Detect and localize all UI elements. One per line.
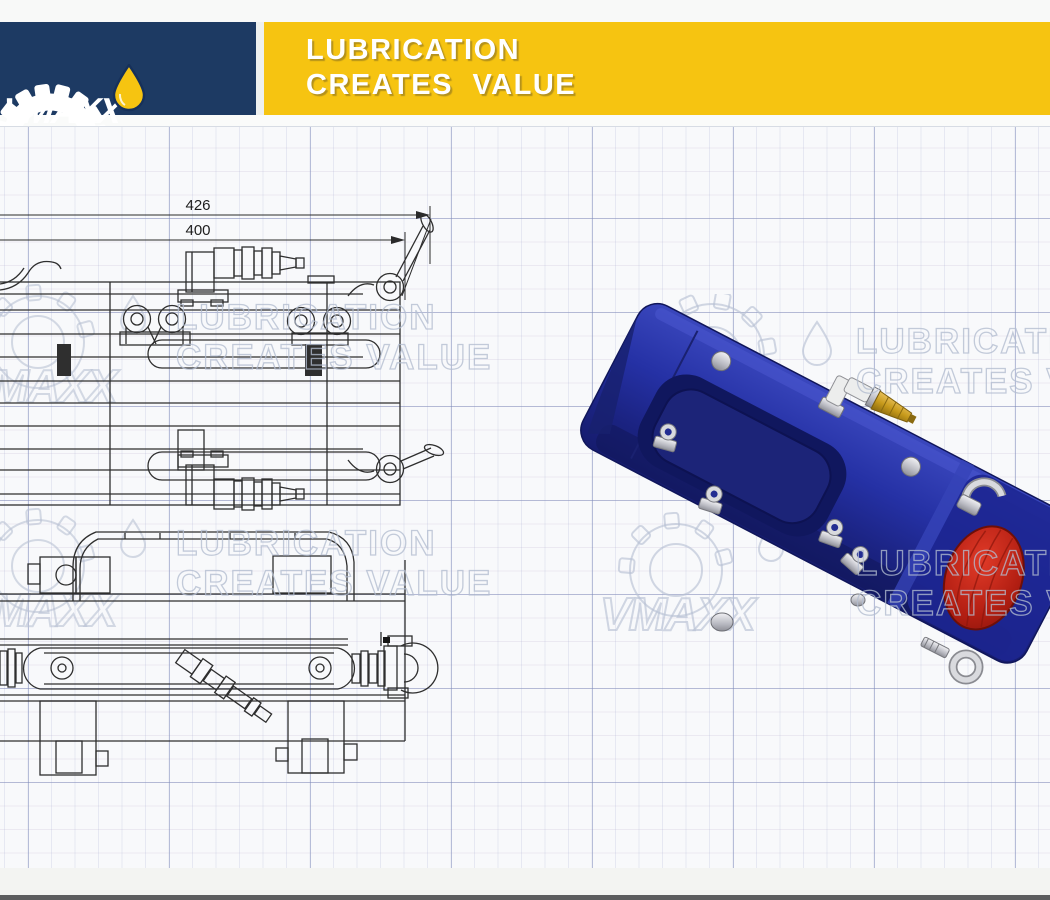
grease-fitting: [818, 375, 917, 424]
bottom-margin-strip: [0, 868, 1050, 895]
drawing-top-view: 426 400: [0, 197, 445, 511]
product-render-3d: [580, 302, 1050, 685]
shackle: [956, 477, 1007, 516]
red-end-cap: [942, 525, 1025, 631]
drawing-side-view: [0, 531, 439, 776]
lifting-lug-icons: [652, 423, 869, 575]
silver-foot: [710, 612, 734, 632]
tagline-line1: LUBRICATION: [306, 34, 521, 66]
silver-foot: [850, 593, 866, 607]
header-divider: [256, 22, 264, 115]
tagline-line2: CREATES VALUE: [306, 69, 577, 101]
top-margin-strip: [0, 0, 1050, 22]
eye-bolt-bottom-right: [347, 443, 445, 484]
bottom-border-bar: [0, 895, 1050, 900]
eye-bolt-top-right: [347, 213, 434, 302]
header-banner: [264, 22, 1050, 115]
oil-drop-icon: [112, 64, 146, 112]
dimension-label-426: 426: [185, 197, 210, 214]
eye-bolt-3d: [920, 636, 984, 685]
tagline: LUBRICATION CREATES VALUE: [306, 33, 576, 103]
dimension-label-400: 400: [185, 222, 210, 239]
